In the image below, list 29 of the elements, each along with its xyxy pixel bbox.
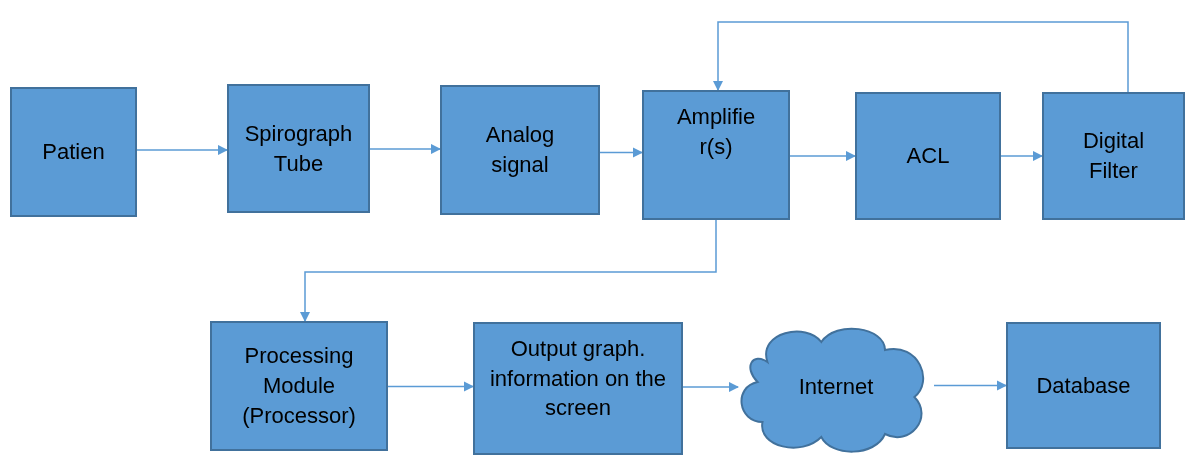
box-label: Patien	[42, 138, 105, 167]
process-box	[210, 321, 388, 451]
arrow	[712, 21, 1129, 93]
process-box	[10, 87, 137, 217]
box-label: Processing Module (Processor)	[241, 342, 357, 430]
process-box	[1042, 92, 1185, 220]
process-box	[440, 85, 600, 215]
box-label: Spirograph Tube	[243, 119, 354, 178]
arrow	[1000, 150, 1044, 162]
arrow	[599, 147, 644, 158]
arrow	[369, 143, 442, 155]
box-label: Digital Filter	[1081, 127, 1146, 185]
box-label: ACL	[906, 142, 950, 171]
process-box	[642, 90, 790, 220]
process-box	[855, 92, 1001, 220]
box-label: Output graph. information on the screen	[488, 335, 668, 423]
process-box	[473, 322, 683, 455]
process-box	[227, 84, 370, 213]
arrow	[136, 144, 229, 156]
arrow	[299, 219, 717, 323]
arrow	[789, 150, 857, 162]
arrow	[387, 381, 475, 392]
box-label: Analog signal	[484, 121, 556, 179]
box-label: Database	[1036, 371, 1131, 400]
arrow	[933, 380, 1008, 391]
box-label: Amplifie r(s)	[675, 103, 757, 161]
box-label: Internet	[798, 373, 874, 402]
process-box	[1006, 322, 1161, 449]
arrow	[682, 381, 740, 393]
